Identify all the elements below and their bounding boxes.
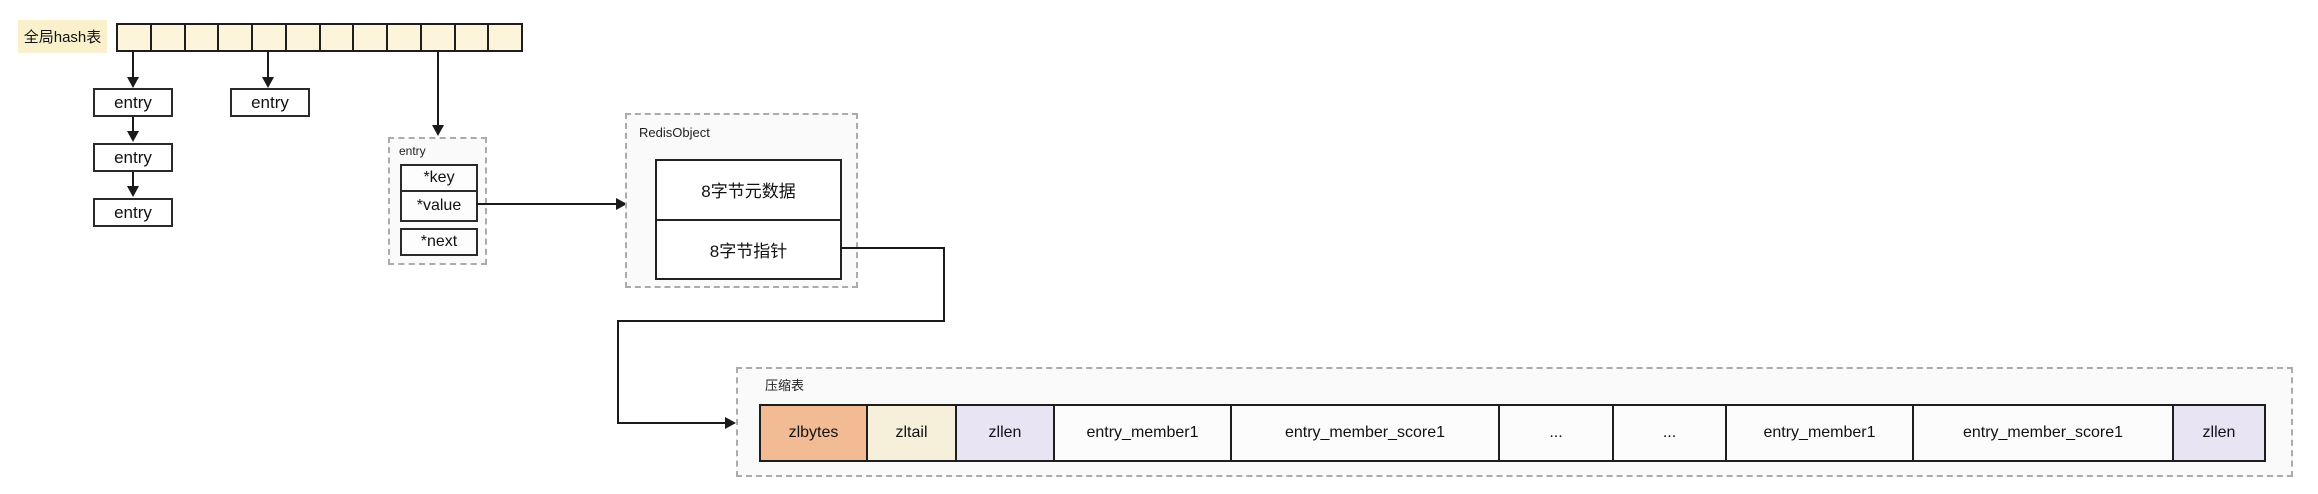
redis-object-row-metadata: 8字节元数据: [657, 161, 840, 221]
entry-struct-group: entry *key *value *next: [388, 137, 487, 265]
entry-field-value: *value: [400, 190, 478, 222]
hash-slot: [151, 25, 186, 50]
arrow-entry1-entry2-head-icon: [127, 131, 139, 142]
connector-segment-1: [840, 247, 945, 249]
arrow-entry1-entry2-line: [132, 117, 134, 133]
hash-slot: [354, 25, 388, 50]
hash-slot: [118, 25, 152, 50]
arrow-slot1-head-icon: [127, 77, 139, 88]
ziplist-cell: zllen: [955, 404, 1055, 462]
connector-head-icon: [725, 417, 736, 429]
redis-object-group: RedisObject 8字节元数据 8字节指针: [625, 113, 858, 288]
ziplist-cell: entry_member1: [1725, 404, 1914, 462]
entry-box-3: entry: [93, 198, 173, 227]
redis-object-metadata-label: 8字节元数据: [701, 182, 796, 202]
entry-box-4: entry: [230, 88, 310, 117]
connector-segment-2: [943, 247, 945, 322]
arrow-slot5-line: [267, 52, 269, 78]
arrow-entry2-entry3-line: [132, 172, 134, 188]
entry-struct-label: entry: [399, 144, 426, 158]
entry-field-value-label: *value: [416, 197, 462, 214]
entry-box-1: entry: [93, 88, 173, 117]
hash-slot: [388, 25, 422, 50]
ziplist-label: 压缩表: [765, 378, 805, 393]
entry-box-2-label: entry: [114, 147, 152, 167]
ziplist-cell: entry_member_score1: [1230, 404, 1500, 462]
redis-object-row-pointer: 8字节指针: [657, 221, 840, 279]
ziplist-cell: entry_member1: [1053, 404, 1232, 462]
ziplist-cell: entry_member_score1: [1912, 404, 2174, 462]
connector-segment-3: [617, 320, 945, 322]
global-hash-table-label: 全局hash表: [18, 20, 107, 53]
connector-segment-4: [617, 320, 619, 424]
arrow-slot1-line: [132, 52, 134, 78]
entry-field-key-label: *key: [423, 169, 455, 186]
hash-slot: [253, 25, 287, 50]
entry-box-4-label: entry: [251, 92, 289, 112]
hash-slot: [421, 25, 456, 50]
entry-field-next-label: *next: [420, 233, 458, 250]
arrow-slot10-line: [437, 52, 439, 126]
entry-box-3-label: entry: [114, 202, 152, 222]
hash-slot: [455, 25, 490, 50]
hash-slot: [185, 25, 220, 50]
hash-slot: [219, 25, 253, 50]
ziplist-cell: ...: [1498, 404, 1614, 462]
arrow-slot10-head-icon: [432, 125, 444, 136]
hash-slot: [286, 25, 321, 50]
redis-object-box: 8字节元数据 8字节指针: [655, 159, 842, 280]
hash-slot-row: [116, 23, 523, 52]
ziplist-cell: zllen: [2172, 404, 2266, 462]
entry-field-next: *next: [400, 228, 478, 256]
ziplist-cell: zlbytes: [759, 404, 868, 462]
connector-segment-5: [617, 422, 727, 424]
arrow-value-redisobject-line: [476, 203, 618, 205]
arrow-slot5-head-icon: [262, 77, 274, 88]
ziplist-cell: zltail: [866, 404, 957, 462]
redis-object-pointer-label: 8字节指针: [709, 241, 788, 261]
hash-slot: [489, 25, 521, 50]
hash-slot: [320, 25, 355, 50]
arrow-entry2-entry3-head-icon: [127, 186, 139, 197]
entry-box-2: entry: [93, 143, 173, 172]
redis-object-label: RedisObject: [639, 125, 710, 140]
entry-field-key: *key: [400, 164, 478, 192]
arrow-value-redisobject-head-icon: [616, 198, 627, 210]
entry-box-1-label: entry: [114, 92, 152, 112]
ziplist-cell: ...: [1612, 404, 1727, 462]
